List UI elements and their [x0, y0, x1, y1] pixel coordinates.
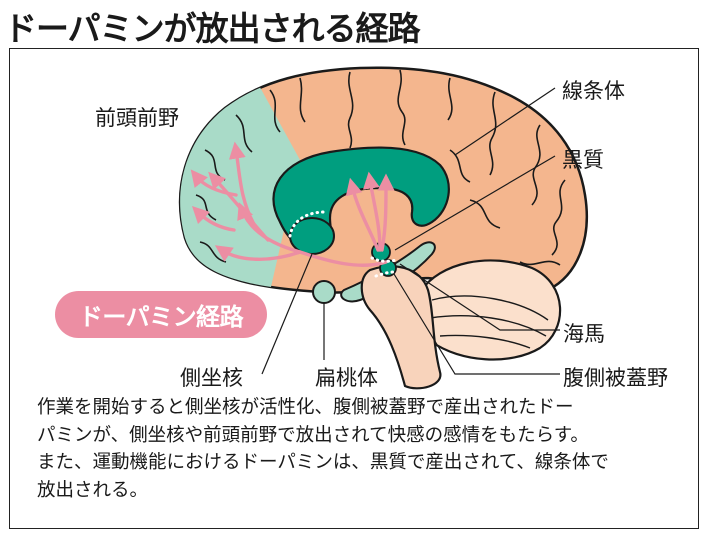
description-text: 作業を開始すると側坐核が活性化、腹側被蓋野で産出されたドー パミンが、側坐核や前…	[37, 394, 687, 504]
label-nucleus-accumbens: 側坐核	[180, 366, 243, 390]
nucleus-accumbens-region	[289, 217, 335, 255]
description-line: 作業を開始すると側坐核が活性化、腹側被蓋野で産出されたドー	[37, 397, 574, 418]
page-title: ドーパミンが放出される経路	[4, 9, 421, 48]
description-line: 放出される。	[37, 479, 149, 501]
label-vta: 腹側被蓋野	[563, 366, 668, 390]
description-line: また、運動機能におけるドーパミンは、黒質で産出されて、線条体で	[37, 452, 609, 473]
label-amygdala: 扁桃体	[315, 366, 378, 390]
dopamine-pathway-badge: ドーパミン経路	[55, 291, 267, 338]
pathway-dotted-markers	[288, 210, 398, 278]
dopamine-pathways	[190, 141, 395, 267]
description-line: パミンが、側坐核や前頭前野で放出されて快感の感情をもたらす。	[37, 424, 589, 446]
brainstem-region	[360, 265, 442, 390]
label-prefrontal: 前頭前野	[95, 106, 179, 130]
leader-lines	[261, 87, 560, 375]
label-striatum: 線条体	[562, 79, 625, 103]
label-hippocampus: 海馬	[563, 322, 605, 346]
label-substantia-nigra: 黒質	[562, 148, 604, 172]
amygdala-region	[312, 280, 336, 304]
